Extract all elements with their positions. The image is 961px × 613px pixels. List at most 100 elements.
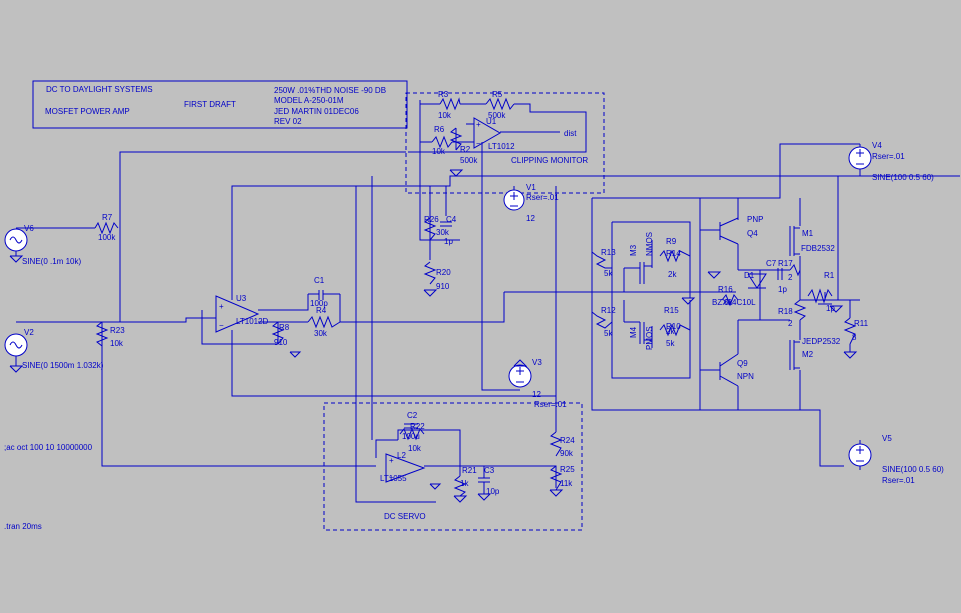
- label-r16-value: 8k: [724, 298, 733, 307]
- labels: R3 10k R5 500k R6 10k R2 500k U1 LT1012 …: [4, 90, 944, 531]
- label-r8-value: 910: [274, 338, 288, 347]
- label-r4: R4: [316, 306, 327, 315]
- svg-text:−: −: [219, 321, 224, 330]
- label-r1-value: 1p: [826, 304, 835, 313]
- label-u1: U1: [486, 117, 497, 126]
- label-r17-value: 2: [788, 273, 793, 282]
- title-author: JED MARTIN 01DEC06: [274, 107, 359, 116]
- label-q4: Q4: [747, 229, 758, 238]
- label-r20-value: 910: [436, 282, 450, 291]
- label-v4-rser: Rser=.01: [872, 152, 905, 161]
- svg-text:+: +: [389, 456, 394, 465]
- label-r3: R3: [438, 90, 449, 99]
- label-r18: R18: [778, 307, 793, 316]
- sources: [4, 146, 872, 467]
- clipping-monitor-label: CLIPPING MONITOR: [511, 156, 588, 165]
- label-c3: C3: [484, 466, 495, 475]
- svg-text:−: −: [389, 473, 394, 482]
- label-r11: R11: [854, 319, 869, 328]
- label-pmos: PMOS: [645, 326, 654, 350]
- label-v4-value: SINE(100 0.5 60): [872, 173, 934, 182]
- label-c7: C7: [766, 259, 777, 268]
- resistor-r11: [843, 317, 857, 345]
- label-r10: R10: [666, 322, 681, 331]
- label-r26-value: 30k: [436, 228, 450, 237]
- label-r13: R13: [601, 248, 616, 257]
- label-c1: C1: [314, 276, 325, 285]
- label-v5: V5: [882, 434, 892, 443]
- capacitors: [308, 221, 832, 494]
- label-v3-value: 12: [532, 390, 541, 399]
- opamp-u2: [385, 453, 426, 483]
- title-product: MOSFET POWER AMP: [45, 107, 130, 116]
- label-dist: dist: [564, 129, 577, 138]
- resistor-r21: [453, 475, 467, 497]
- svg-text:+: +: [219, 302, 224, 311]
- label-nmos: NMOS: [645, 232, 654, 256]
- label-c4: C4: [446, 215, 457, 224]
- label-m1-value: FDB2532: [801, 244, 835, 253]
- resistor-r23: [95, 321, 109, 347]
- label-r6-value: 10k: [432, 147, 446, 156]
- resistor-r13: [591, 251, 612, 269]
- label-r18-value: 2: [788, 319, 793, 328]
- label-c7-value: 1p: [778, 285, 787, 294]
- label-u3: U3: [236, 294, 247, 303]
- svg-text:−: −: [476, 139, 481, 148]
- label-r23-value: 10k: [110, 339, 124, 348]
- label-pnp: PNP: [747, 215, 763, 224]
- label-r6: R6: [434, 125, 445, 134]
- grounds: [9, 169, 858, 503]
- label-npn: NPN: [737, 372, 754, 381]
- resistor-r14: [659, 249, 691, 263]
- label-d1-value: BZX84C10L: [712, 298, 756, 307]
- title-model: MODEL A-250-01M: [274, 96, 344, 105]
- label-r14: R14: [666, 249, 681, 258]
- label-u2-value: LT1055: [380, 474, 407, 483]
- label-r2: R2: [460, 145, 471, 154]
- title-draft: FIRST DRAFT: [184, 100, 236, 109]
- label-c2: C2: [407, 411, 418, 420]
- label-r10-value: 5k: [666, 339, 675, 348]
- label-v1-value: 12: [526, 214, 535, 223]
- opamp-u3: [215, 295, 260, 333]
- resistor-r4: [307, 315, 341, 329]
- label-r5-value: 500k: [488, 111, 506, 120]
- label-r2-value: 500k: [460, 156, 478, 165]
- label-d1: D1: [744, 271, 755, 280]
- title-rev: REV 02: [274, 117, 302, 126]
- label-m1: M1: [802, 229, 814, 238]
- resistor-r25: [549, 465, 563, 491]
- label-r5: R5: [492, 90, 503, 99]
- label-c3-value: 10p: [486, 487, 500, 496]
- label-r23: R23: [110, 326, 125, 335]
- label-r26: R26: [424, 215, 439, 224]
- wires: [15, 100, 960, 503]
- resistors: [94, 97, 857, 497]
- label-m4: M4: [629, 326, 638, 338]
- label-r21-value: 1k: [460, 479, 469, 488]
- label-r24: R24: [560, 436, 575, 445]
- label-r22: R22: [410, 422, 425, 431]
- resistor-r10: [659, 323, 691, 337]
- resistor-r7: [94, 221, 119, 235]
- label-u1-value: LT1012: [488, 142, 515, 151]
- label-m2-value: JEDP2532: [802, 337, 841, 346]
- label-m3: M3: [629, 244, 638, 256]
- label-r21: R21: [462, 466, 477, 475]
- label-r22-value: 10k: [408, 444, 422, 453]
- label-v6: V6: [24, 224, 34, 233]
- label-q9: Q9: [737, 359, 748, 368]
- resistor-r8: [271, 321, 285, 345]
- label-r8: R8: [279, 323, 290, 332]
- dc-servo-label: DC SERVO: [384, 512, 426, 521]
- label-r4-value: 30k: [314, 329, 328, 338]
- label-r16: R16: [718, 285, 733, 294]
- opamp-u1: [473, 117, 502, 149]
- resistor-r2: [449, 127, 463, 151]
- clipping-monitor-box: [405, 92, 605, 194]
- opamps: +− +− +−: [215, 117, 502, 483]
- resistor-r24: [549, 431, 563, 457]
- resistor-r1: [807, 288, 833, 304]
